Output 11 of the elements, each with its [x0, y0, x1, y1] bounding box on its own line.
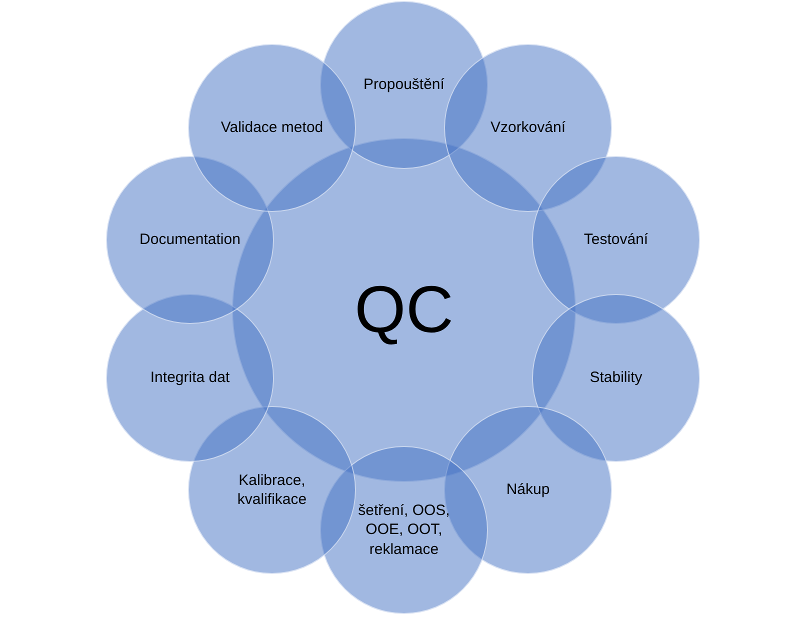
- topic-label: Documentation: [140, 230, 240, 250]
- topic-label: Integrita dat: [150, 368, 230, 388]
- topic-label: šetření, OOS, OOE, OOT, reklamace: [357, 500, 451, 560]
- center-title: QC: [354, 271, 454, 348]
- topic-label: Kalibrace, kvalifikace: [236, 470, 308, 510]
- topic-label: Validace metod: [220, 118, 324, 138]
- topic-label: Vzorkování: [490, 118, 566, 138]
- topic-label: Stability: [590, 368, 642, 388]
- topic-label: Nákup: [506, 480, 550, 500]
- topic-label: Testování: [584, 230, 648, 250]
- topic-label: Propouštění: [364, 75, 444, 95]
